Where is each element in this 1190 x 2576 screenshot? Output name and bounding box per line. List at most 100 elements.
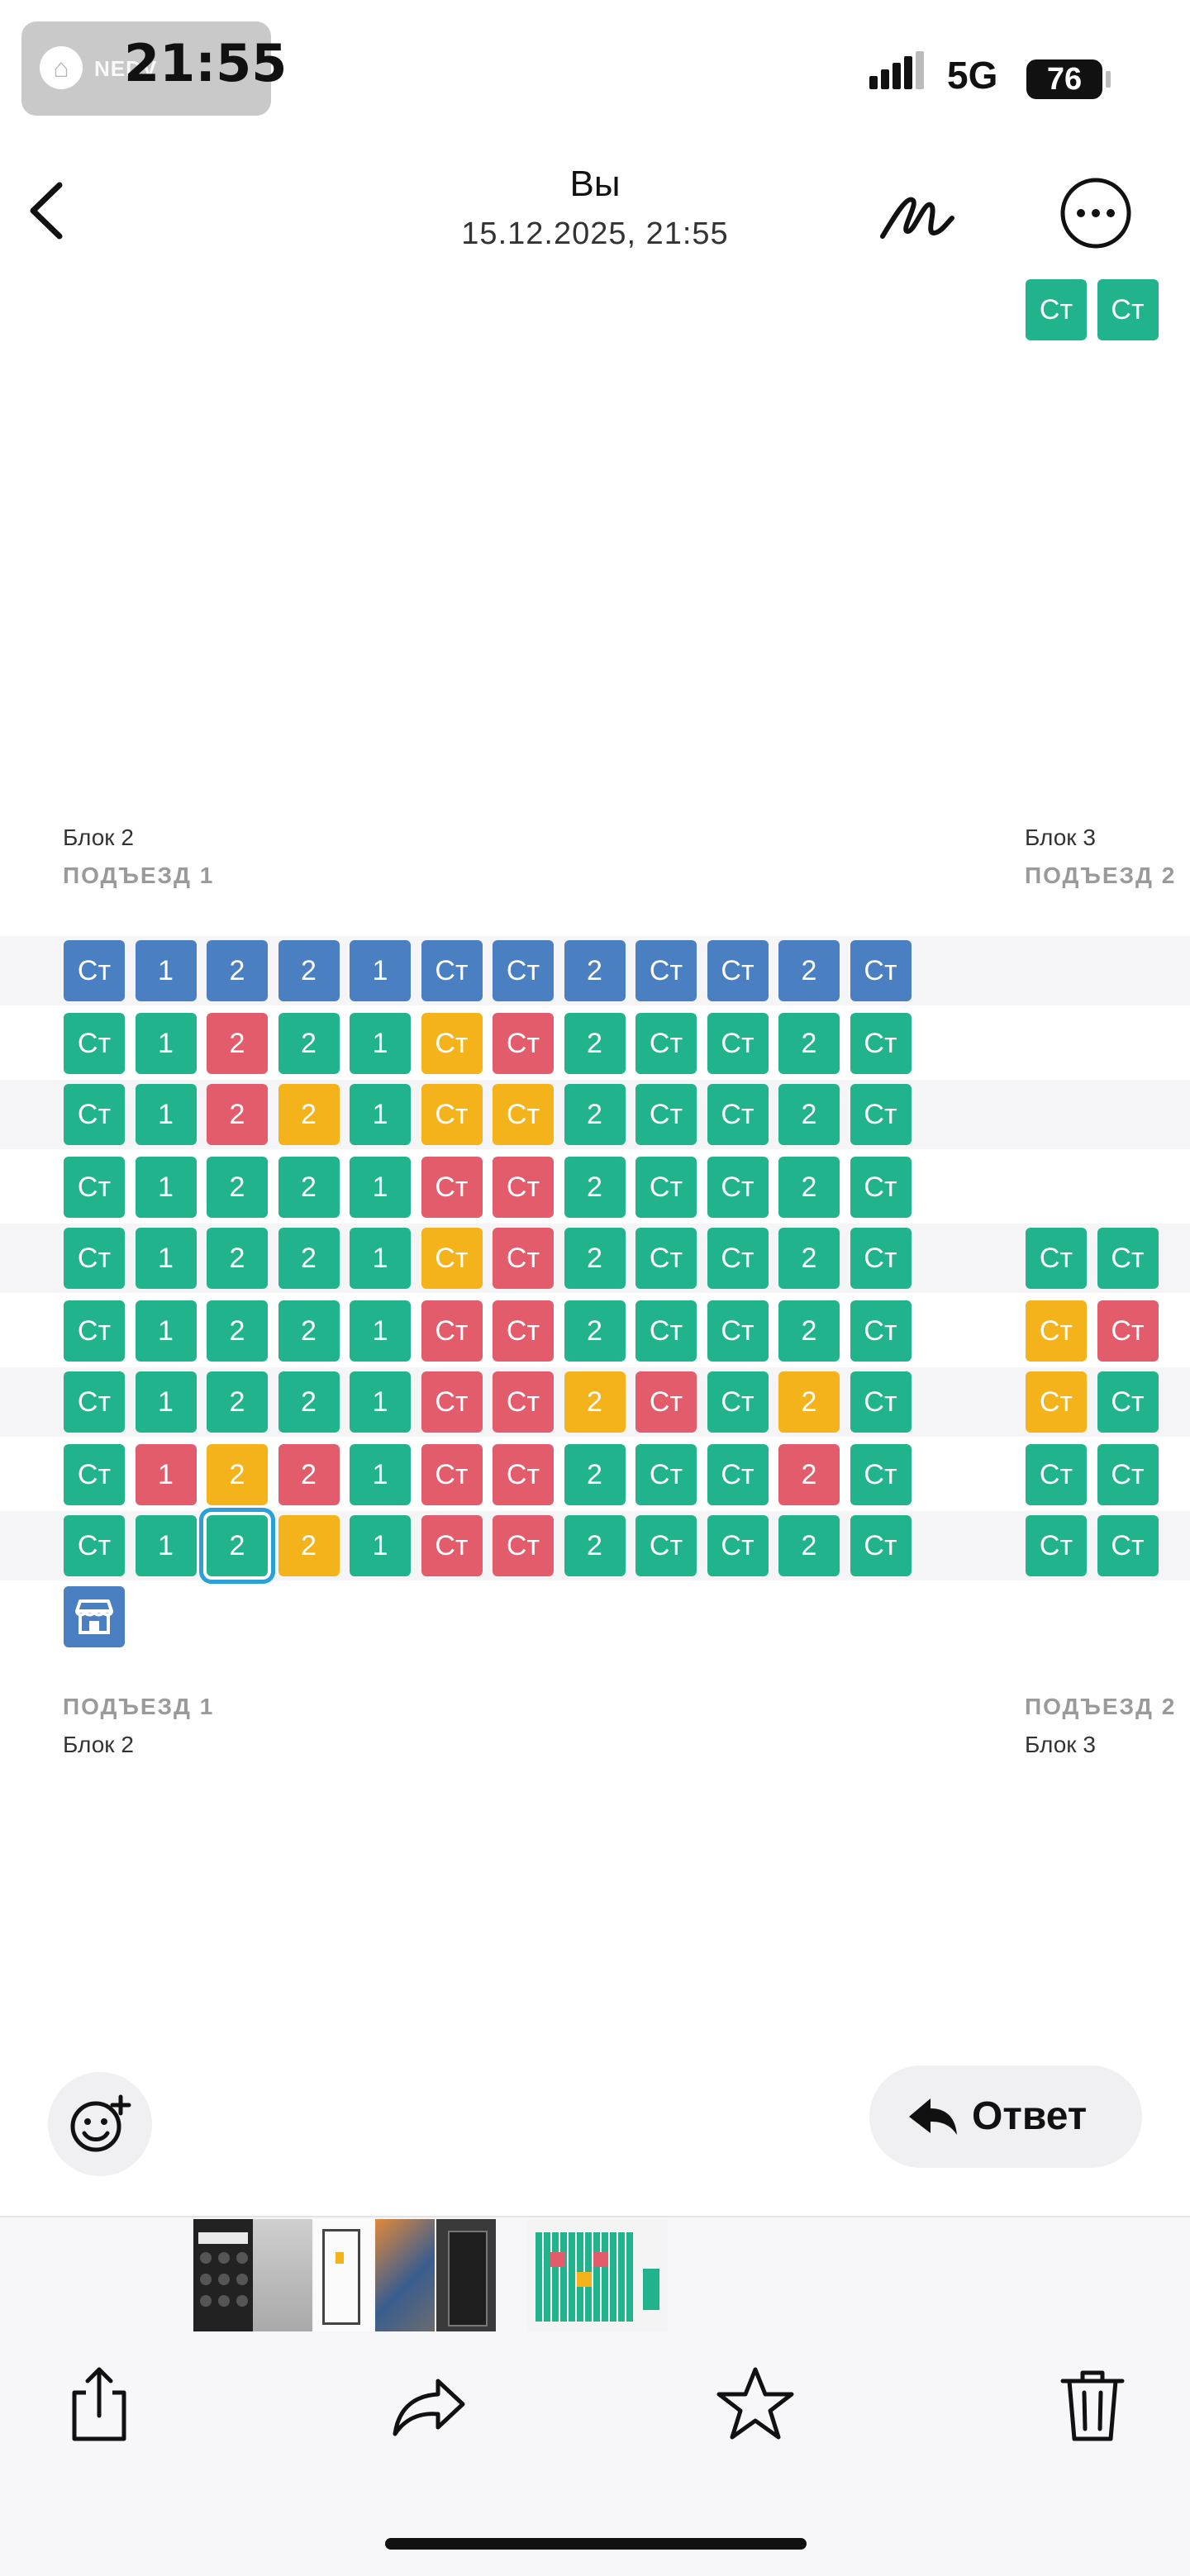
left-apartment-cell[interactable]: 1 <box>135 1228 197 1289</box>
left-apartment-cell[interactable]: Ст <box>707 940 769 1001</box>
left-apartment-cell[interactable]: Ст <box>707 1515 769 1576</box>
forward-button[interactable] <box>387 2363 469 2445</box>
left-apartment-cell[interactable]: Ст <box>707 1228 769 1289</box>
left-apartment-cell[interactable]: 2 <box>564 1228 626 1289</box>
left-apartment-cell[interactable]: Ст <box>421 1444 483 1505</box>
back-button[interactable] <box>17 173 83 248</box>
left-apartment-cell[interactable]: 2 <box>564 940 626 1001</box>
left-apartment-cell[interactable]: 2 <box>564 1084 626 1145</box>
left-apartment-cell[interactable]: Ст <box>635 1444 697 1505</box>
left-apartment-cell[interactable]: Ст <box>850 1228 912 1289</box>
left-apartment-cell[interactable]: Ст <box>493 1013 554 1074</box>
delete-button[interactable] <box>1051 2363 1134 2445</box>
left-apartment-cell[interactable]: 1 <box>350 1084 411 1145</box>
right-apartment-cell[interactable]: Ст <box>1097 1444 1159 1505</box>
left-apartment-cell[interactable]: Ст <box>493 940 554 1001</box>
left-apartment-cell[interactable]: 1 <box>135 1371 197 1433</box>
markup-button[interactable] <box>876 178 959 253</box>
right-apartment-cell[interactable]: Ст <box>1026 1300 1087 1362</box>
left-apartment-cell[interactable]: 2 <box>207 1300 268 1362</box>
left-apartment-cell[interactable]: 2 <box>207 1157 268 1218</box>
left-apartment-cell[interactable]: Ст <box>850 1515 912 1576</box>
left-apartment-cell[interactable]: Ст <box>635 1371 697 1433</box>
thumbnail-keypad[interactable] <box>193 2219 253 2335</box>
left-apartment-cell[interactable]: Ст <box>493 1444 554 1505</box>
left-apartment-cell[interactable]: Ст <box>707 1371 769 1433</box>
left-apartment-cell[interactable]: Ст <box>421 1157 483 1218</box>
left-apartment-cell[interactable]: 2 <box>278 1157 340 1218</box>
left-apartment-cell[interactable]: 2 <box>278 1084 340 1145</box>
left-apartment-cell[interactable]: 1 <box>350 1228 411 1289</box>
add-reaction-button[interactable] <box>48 2072 152 2176</box>
left-apartment-cell[interactable]: Ст <box>707 1013 769 1074</box>
left-apartment-cell[interactable]: Ст <box>850 940 912 1001</box>
left-apartment-cell[interactable]: 2 <box>207 1084 268 1145</box>
left-apartment-cell[interactable]: Ст <box>421 940 483 1001</box>
left-apartment-cell[interactable]: 1 <box>135 1300 197 1362</box>
left-apartment-cell[interactable]: 2 <box>564 1515 626 1576</box>
left-apartment-cell[interactable]: 2 <box>778 1300 840 1362</box>
left-apartment-cell[interactable]: 1 <box>350 1444 411 1505</box>
left-apartment-cell[interactable]: Ст <box>64 1515 125 1576</box>
left-apartment-cell[interactable]: 2 <box>778 1084 840 1145</box>
left-apartment-cell[interactable]: Ст <box>635 1228 697 1289</box>
left-apartment-cell[interactable]: Ст <box>850 1013 912 1074</box>
left-apartment-cell[interactable]: 2 <box>564 1157 626 1218</box>
left-apartment-cell[interactable]: Ст <box>707 1444 769 1505</box>
thumbnail-room[interactable] <box>253 2219 312 2335</box>
left-apartment-cell[interactable]: 1 <box>350 1300 411 1362</box>
left-apartment-cell[interactable]: 1 <box>350 1013 411 1074</box>
left-apartment-cell[interactable]: 2 <box>278 1013 340 1074</box>
thumbnail-door[interactable] <box>436 2219 496 2335</box>
left-apartment-cell[interactable]: Ст <box>421 1371 483 1433</box>
left-apartment-cell[interactable]: Ст <box>421 1013 483 1074</box>
left-apartment-cell[interactable]: Ст <box>850 1300 912 1362</box>
left-apartment-cell[interactable]: Ст <box>707 1300 769 1362</box>
right-apartment-cell[interactable]: Ст <box>1026 1444 1087 1505</box>
left-apartment-cell[interactable]: Ст <box>64 1228 125 1289</box>
right-apartment-cell[interactable]: Ст <box>1097 1228 1159 1289</box>
left-apartment-cell[interactable]: Ст <box>493 1084 554 1145</box>
left-apartment-cell[interactable]: 2 <box>778 1228 840 1289</box>
thumbnail-floorplan[interactable] <box>314 2219 374 2335</box>
left-apartment-cell[interactable]: 1 <box>350 1371 411 1433</box>
left-apartment-cell[interactable]: Ст <box>421 1300 483 1362</box>
favorite-button[interactable] <box>714 2363 797 2445</box>
left-apartment-cell[interactable]: 2 <box>278 940 340 1001</box>
left-apartment-cell[interactable]: 2 <box>278 1444 340 1505</box>
left-apartment-cell[interactable]: Ст <box>850 1444 912 1505</box>
left-apartment-cell[interactable]: Ст <box>850 1157 912 1218</box>
left-apartment-cell[interactable]: 2 <box>278 1300 340 1362</box>
left-apartment-cell[interactable]: Ст <box>707 1157 769 1218</box>
left-apartment-cell[interactable]: 1 <box>350 1515 411 1576</box>
selected-apartment-cell[interactable]: 2 <box>207 1515 268 1576</box>
left-apartment-cell[interactable]: Ст <box>635 940 697 1001</box>
left-apartment-cell[interactable]: 1 <box>350 940 411 1001</box>
left-apartment-cell[interactable]: Ст <box>635 1084 697 1145</box>
left-apartment-cell[interactable]: Ст <box>421 1515 483 1576</box>
left-apartment-cell[interactable]: 2 <box>564 1371 626 1433</box>
left-apartment-cell[interactable]: 1 <box>135 940 197 1001</box>
right-apartment-cell[interactable]: Ст <box>1097 1371 1159 1433</box>
right-apartment-cell[interactable]: Ст <box>1026 279 1087 340</box>
more-button[interactable] <box>1058 175 1134 251</box>
left-apartment-cell[interactable]: Ст <box>635 1300 697 1362</box>
left-apartment-cell[interactable]: Ст <box>493 1300 554 1362</box>
left-apartment-cell[interactable]: 1 <box>135 1157 197 1218</box>
left-apartment-cell[interactable]: Ст <box>64 1084 125 1145</box>
left-apartment-cell[interactable]: 2 <box>778 1371 840 1433</box>
share-button[interactable] <box>58 2363 140 2445</box>
left-apartment-cell[interactable]: 2 <box>278 1515 340 1576</box>
left-apartment-cell[interactable]: Ст <box>850 1371 912 1433</box>
right-apartment-cell[interactable]: Ст <box>1026 1371 1087 1433</box>
right-apartment-cell[interactable]: Ст <box>1026 1228 1087 1289</box>
left-apartment-cell[interactable]: 2 <box>207 1371 268 1433</box>
left-apartment-cell[interactable]: Ст <box>635 1157 697 1218</box>
thumbnail-building[interactable] <box>375 2219 435 2335</box>
left-apartment-cell[interactable]: Ст <box>493 1157 554 1218</box>
right-apartment-cell[interactable]: Ст <box>1097 1300 1159 1362</box>
left-apartment-cell[interactable]: Ст <box>493 1515 554 1576</box>
reply-button[interactable]: Ответ <box>869 2065 1142 2168</box>
left-apartment-cell[interactable]: 1 <box>135 1444 197 1505</box>
